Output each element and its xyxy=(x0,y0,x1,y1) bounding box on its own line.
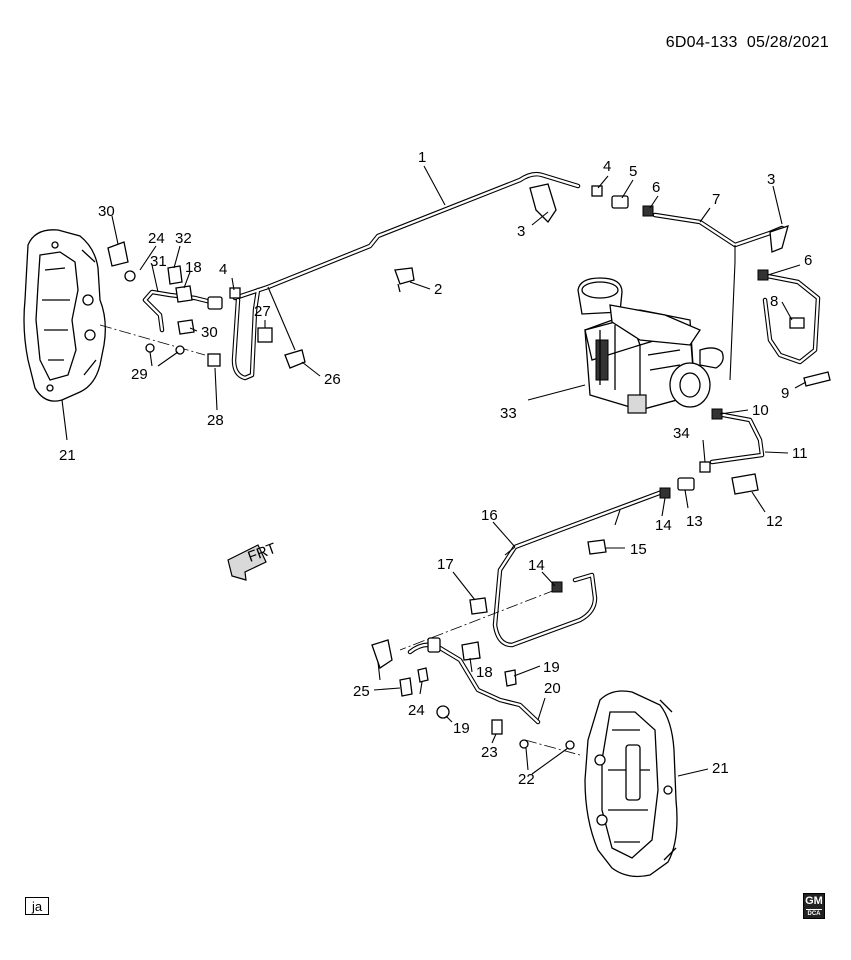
diagram-id: 6D04-133 xyxy=(665,34,738,51)
callout-14-lower: 14 xyxy=(528,557,545,574)
callout-32: 32 xyxy=(175,230,192,247)
main-brake-pipe xyxy=(231,171,581,381)
callout-14-upper: 14 xyxy=(655,517,672,534)
callout-26: 26 xyxy=(324,371,341,388)
illustrator-tag: ja xyxy=(25,897,49,915)
callout-7: 7 xyxy=(712,191,720,208)
callout-20: 20 xyxy=(544,680,561,697)
callout-16: 16 xyxy=(481,507,498,524)
callout-4-left: 4 xyxy=(219,261,227,278)
callout-5: 5 xyxy=(629,163,637,180)
small-hardware xyxy=(107,183,831,750)
callout-2: 2 xyxy=(434,281,442,298)
leader-lines xyxy=(61,165,807,777)
right-brake-caliper xyxy=(584,690,678,878)
callout-3-top: 3 xyxy=(517,223,525,240)
diagram-header: 6D04-133 05/28/2021 xyxy=(666,34,829,52)
callout-21-left: 21 xyxy=(59,447,76,464)
callout-21-right: 21 xyxy=(712,760,729,777)
diagram-date: 05/28/2021 xyxy=(746,34,829,51)
callout-1: 1 xyxy=(418,149,426,166)
brake-modulator-assembly xyxy=(577,277,724,414)
callout-19-left: 19 xyxy=(453,720,470,737)
callout-29: 29 xyxy=(131,366,148,383)
callout-8: 8 xyxy=(770,293,778,310)
callout-17: 17 xyxy=(437,556,454,573)
callout-33: 33 xyxy=(500,405,517,422)
callout-4-top: 4 xyxy=(603,158,611,175)
front-right-brake-hose xyxy=(407,637,581,756)
brake-pipe-8 xyxy=(759,272,821,365)
callout-12: 12 xyxy=(766,513,783,530)
callout-30-lower: 30 xyxy=(201,324,218,341)
callout-9: 9 xyxy=(781,385,789,402)
callout-3-right: 3 xyxy=(767,171,775,188)
gm-logo-bottom: DCA xyxy=(806,909,822,917)
gm-logo-top: GM xyxy=(805,895,823,907)
front-left-brake-hose xyxy=(99,289,223,356)
front-direction-arrow: FRT xyxy=(227,540,279,581)
callout-23: 23 xyxy=(481,744,498,761)
left-brake-caliper xyxy=(23,229,106,402)
callout-34: 34 xyxy=(673,425,690,442)
callout-13: 13 xyxy=(686,513,703,530)
callout-19-right: 19 xyxy=(543,659,560,676)
callout-24-upper: 24 xyxy=(148,230,165,247)
callout-labels: 1 2 3 3 4 4 5 6 6 7 8 9 10 11 12 13 14 1… xyxy=(59,149,812,788)
callout-28: 28 xyxy=(207,412,224,429)
callout-25: 25 xyxy=(353,683,370,700)
callout-18-upper: 18 xyxy=(185,259,202,276)
callout-27: 27 xyxy=(254,303,271,320)
callout-30-upper: 30 xyxy=(98,203,115,220)
brake-pipe-11 xyxy=(709,411,765,465)
callout-24-lower: 24 xyxy=(408,702,425,719)
brake-pipe-16 xyxy=(399,489,665,651)
callout-22: 22 xyxy=(518,771,535,788)
callout-15: 15 xyxy=(630,541,647,558)
callout-6-right: 6 xyxy=(804,252,812,269)
callout-31: 31 xyxy=(150,253,167,270)
callout-6-top: 6 xyxy=(652,179,660,196)
callout-10: 10 xyxy=(752,402,769,419)
callout-18-lower: 18 xyxy=(476,664,493,681)
callout-11: 11 xyxy=(792,445,808,462)
gm-logo: GM DCA xyxy=(803,893,825,919)
